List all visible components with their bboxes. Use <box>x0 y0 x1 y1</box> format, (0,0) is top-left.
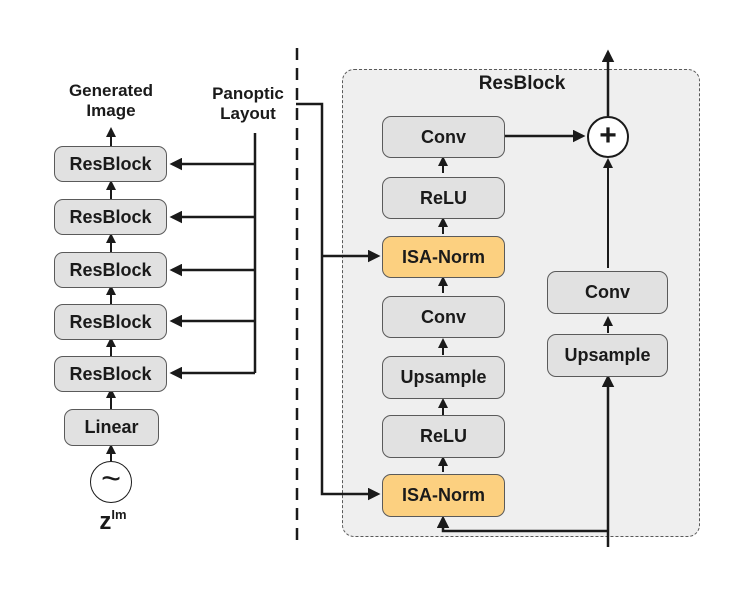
isa-norm-bottom: ISA-Norm <box>382 474 505 517</box>
layout-to-resblocks-arrows <box>169 133 257 380</box>
sum-arrows <box>505 49 615 143</box>
main-relu-bottom: ReLU <box>382 415 505 458</box>
tilde-icon: ~ <box>101 460 121 498</box>
resblock-5: ResBlock <box>54 356 167 392</box>
resblock-2: ResBlock <box>54 199 167 235</box>
linear-block: Linear <box>64 409 159 446</box>
resblock-4: ResBlock <box>54 304 167 340</box>
panoptic-layout-label-line2: Layout <box>220 104 276 123</box>
noise-circle: ~ <box>90 461 132 503</box>
isa-norm-top: ISA-Norm <box>382 236 505 278</box>
latent-z-superscript: Im <box>111 507 127 522</box>
main-conv-top: Conv <box>382 116 505 158</box>
resblock-3: ResBlock <box>54 252 167 288</box>
input-split <box>436 374 615 547</box>
main-upsample: Upsample <box>382 356 505 399</box>
generated-image-label: Generated Image <box>50 81 172 121</box>
main-conv-bottom: Conv <box>382 296 505 338</box>
skip-upsample: Upsample <box>547 334 668 377</box>
latent-z-label: zIm <box>86 508 140 534</box>
main-relu-top: ReLU <box>382 177 505 219</box>
add-circle: + <box>587 116 629 158</box>
generated-image-label-line2: Image <box>86 101 136 120</box>
layout-to-isanorm-arrows <box>296 102 381 501</box>
resblock-panel-title: ResBlock <box>478 73 566 94</box>
generated-image-label-line1: Generated <box>68 81 154 100</box>
panoptic-layout-label: Panoptic Layout <box>200 84 296 124</box>
skip-conv: Conv <box>547 271 668 314</box>
plus-icon: + <box>599 118 617 152</box>
latent-z-symbol: z <box>99 508 112 535</box>
panoptic-layout-label-line1: Panoptic <box>212 84 284 103</box>
resblock-1: ResBlock <box>54 146 167 182</box>
